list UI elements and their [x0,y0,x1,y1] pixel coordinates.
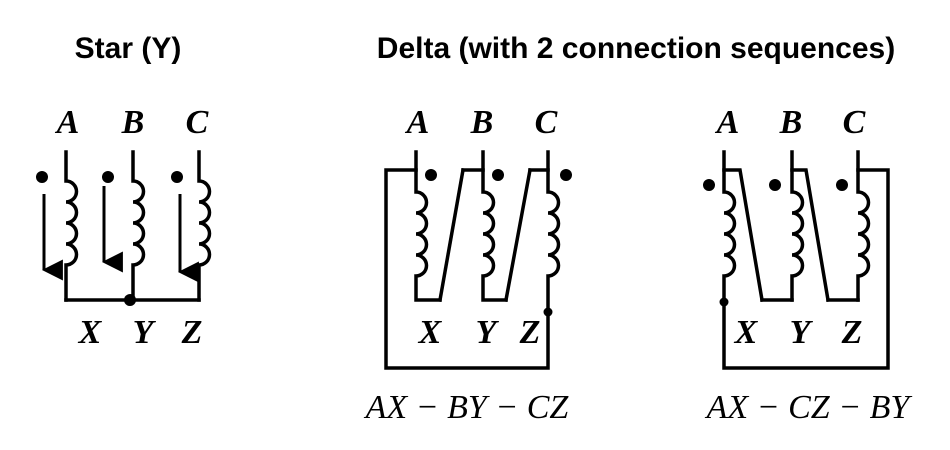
delta1-polarity-dot-a [425,169,437,181]
delta-title: Delta (with 2 connection sequences) [377,32,895,65]
delta1-link-y-c [503,167,533,303]
star-polarity-dot-b [102,171,114,183]
delta2-polarity-dot-a [703,179,715,191]
delta2-terminal-b: B [779,104,803,141]
delta2-terminal-y: Y [790,314,814,351]
delta1-terminal-b: B [470,104,494,141]
star-winding-b [131,150,146,302]
star-winding-c [197,150,212,302]
delta2-terminal-z: Z [841,314,863,351]
delta2-closing-loop [722,168,890,370]
delta2-polarity-dot-b [769,179,781,191]
star-winding-a [64,150,79,302]
star-neutral-point [124,294,136,306]
delta1-terminal-x: X [418,314,443,351]
delta1-terminal-z: Z [519,314,541,351]
delta2-winding-a [722,150,737,304]
delta1-terminal-c: C [535,104,558,141]
star-title: Star (Y) [75,32,182,65]
delta1-polarity-dot-b [492,169,504,181]
delta1-winding-a [414,150,442,302]
delta2-winding-c [856,150,871,302]
star-terminal-a: A [55,104,80,141]
star-terminal-y: Y [133,314,157,351]
delta2-link-b-y [790,168,831,303]
star-connection: A B C X Y Z [36,104,212,351]
delta2-terminal-c: C [843,104,866,141]
star-polarity-dot-c [171,171,183,183]
star-terminal-c: C [186,104,209,141]
delta-connection-2: A B C X Y Z AX − CZ − BY [703,104,912,426]
delta1-terminal-a: A [405,104,430,141]
delta-connection-1: A B C X Y Z AX − BY − CZ [364,104,572,426]
delta1-winding-b [481,150,508,302]
delta2-link-a-x [722,168,765,303]
delta2-terminal-a: A [715,104,740,141]
delta1-sequence-label: AX − BY − CZ [364,389,570,426]
delta1-terminal-y: Y [476,314,500,351]
delta1-link-x-b [437,167,466,303]
star-polarity-dot-a [36,171,48,183]
delta1-closing-loop [384,168,550,370]
star-terminal-z: Z [181,314,203,351]
delta1-polarity-dot-c [560,169,572,181]
delta1-winding-c [546,150,561,314]
delta2-winding-b [790,150,805,302]
star-terminal-b: B [121,104,145,141]
delta2-junction-x [719,297,729,307]
delta2-sequence-label: AX − CZ − BY [705,389,913,426]
delta2-terminal-x: X [734,314,759,351]
delta1-junction-z [543,307,553,317]
delta2-polarity-dot-c [836,179,848,191]
star-terminal-x: X [78,314,103,351]
